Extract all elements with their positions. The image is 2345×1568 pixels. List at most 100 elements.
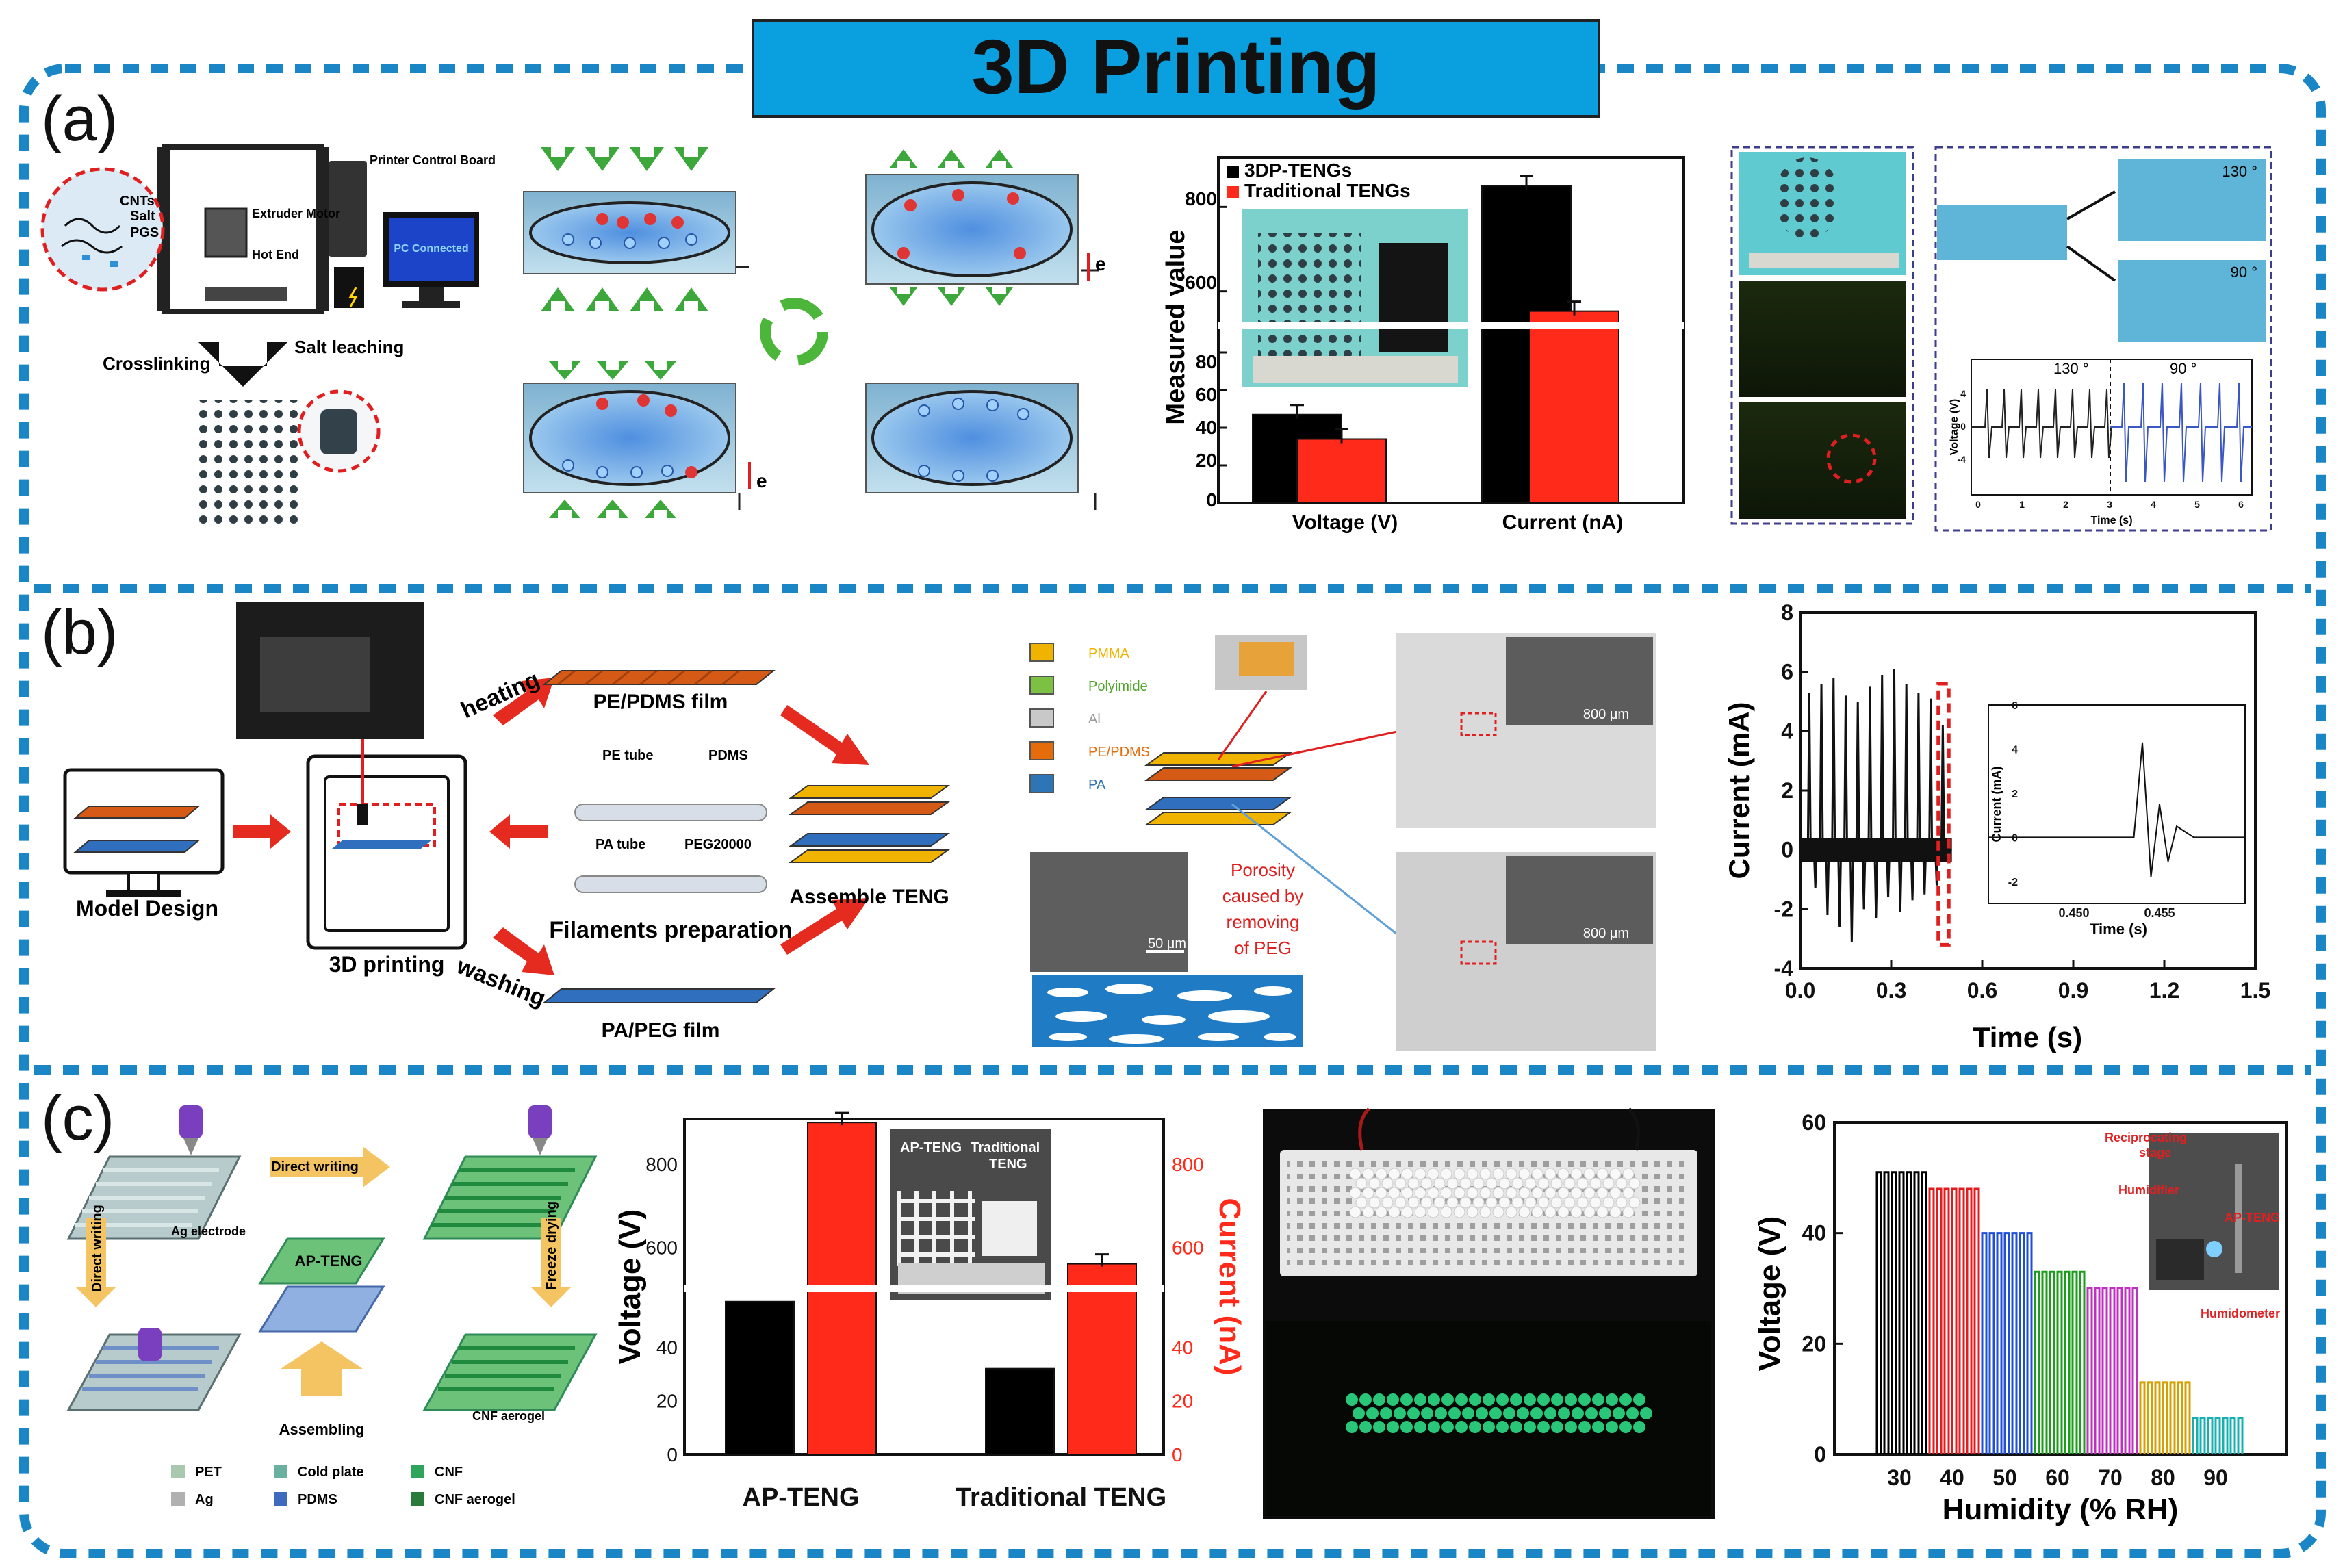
photo-3dp-teng	[1258, 233, 1361, 356]
led-off	[1446, 1177, 1459, 1190]
xtick-40: 40	[1940, 1465, 1964, 1490]
led-on	[1524, 1393, 1536, 1406]
led-off	[1583, 1206, 1596, 1218]
ytick-right-800: 800	[1172, 1154, 1204, 1175]
ytick-6: 6	[1781, 660, 1793, 684]
led-off	[1531, 1187, 1543, 1199]
ytick--4: -4	[1774, 956, 1794, 981]
led-on	[1640, 1407, 1652, 1419]
led-off	[1453, 1168, 1465, 1180]
inset-label-humidifier: Humidifier	[2118, 1183, 2179, 1197]
led-on	[1633, 1421, 1645, 1433]
nozzle-icon-2	[528, 1105, 552, 1138]
led-off	[1518, 1168, 1530, 1180]
chart-a1-frame	[1217, 156, 1685, 504]
led-on	[1517, 1407, 1529, 1419]
led-off	[1459, 1177, 1472, 1190]
electron-label-top: e	[1095, 253, 1106, 274]
led-off	[1576, 1177, 1589, 1190]
material-pmma: PMMA	[1088, 646, 1130, 661]
led-photo	[1263, 1107, 1715, 1519]
led-on	[1551, 1421, 1563, 1433]
bar-voltage-traditional	[1296, 438, 1387, 504]
legend-pdms: PDMS	[298, 1492, 337, 1507]
led-on	[1346, 1421, 1358, 1433]
chart-a1-xlabel-voltage: Voltage (V)	[1292, 511, 1398, 534]
ytick-left-800: 800	[645, 1154, 678, 1175]
led-off	[1485, 1196, 1498, 1209]
chart-c1-xlabel-0: AP-TENG	[743, 1483, 860, 1512]
led-off	[1570, 1206, 1582, 1218]
led-on	[1435, 1407, 1447, 1419]
led-on	[1537, 1421, 1550, 1433]
label-hot-end: Hot End	[252, 248, 299, 261]
led-off	[1622, 1206, 1635, 1218]
led-on	[1455, 1421, 1468, 1433]
chart-a1-ylabel: Measured value	[1162, 229, 1190, 424]
led-off	[1557, 1168, 1569, 1180]
legend-swatch-traditional	[1227, 186, 1239, 198]
led-off	[1388, 1168, 1400, 1180]
led-off	[1420, 1196, 1433, 1209]
chart-c1-ylabel: Voltage (V)	[613, 1209, 647, 1365]
led-on	[1633, 1393, 1645, 1406]
photo-glove-90	[2118, 260, 2266, 342]
led-off	[1544, 1168, 1556, 1180]
led-off	[1453, 1187, 1465, 1199]
ytick-0: 0	[1781, 838, 1793, 862]
label-pa-peg-film: PA/PEG film	[602, 1019, 720, 1042]
led-on	[1428, 1421, 1440, 1433]
photo-traditional-teng	[1379, 243, 1448, 352]
chart-b-inset-frame	[1988, 704, 2246, 904]
led-on	[1578, 1421, 1591, 1433]
led-off	[1609, 1206, 1622, 1218]
xtick-90: 90	[2203, 1465, 2228, 1490]
led-on	[1353, 1407, 1365, 1419]
led-off	[1602, 1177, 1615, 1190]
led-off	[1453, 1206, 1465, 1218]
xtick-0.9: 0.9	[2058, 978, 2088, 1003]
led-off	[1362, 1206, 1374, 1218]
chart-a2-label-130: 130 °	[2053, 360, 2089, 377]
led-off	[1524, 1177, 1537, 1190]
chart-a1-ytick-80: 80	[1196, 351, 1217, 372]
led-on	[1469, 1421, 1481, 1433]
led-off	[1362, 1187, 1374, 1199]
nozzle-icon-3	[138, 1328, 162, 1361]
led-off	[1589, 1196, 1602, 1209]
electron-label-bottom: e	[756, 470, 767, 491]
label-peg20000: PEG20000	[684, 837, 752, 852]
led-off	[1498, 1177, 1511, 1190]
led-off	[1349, 1187, 1361, 1199]
chart-b-inset-xlabel: Time (s)	[2090, 921, 2147, 938]
led-off	[1355, 1177, 1368, 1190]
sem-image-pores	[1030, 852, 1188, 972]
xtick-6: 6	[2238, 499, 2244, 510]
humidity-burst-90	[2192, 1417, 2244, 1454]
label-crosslinking: Crosslinking	[103, 353, 210, 374]
chart-c2-xlabel: Humidity (% RH)	[1943, 1493, 2179, 1526]
led-on	[1503, 1407, 1515, 1419]
led-on	[1414, 1393, 1426, 1406]
label-model-design: Model Design	[76, 896, 218, 921]
led-off	[1433, 1177, 1446, 1190]
led-off	[1622, 1187, 1635, 1199]
led-off	[1440, 1168, 1452, 1180]
ytick-neg4: -4	[1958, 454, 1966, 465]
inset-ytick-6: 6	[2012, 700, 2018, 712]
led-off	[1498, 1196, 1511, 1209]
ytick-right-600: 600	[1172, 1237, 1204, 1258]
led-off	[1492, 1168, 1504, 1180]
led-off	[1446, 1196, 1459, 1209]
led-on	[1483, 1421, 1495, 1433]
inset-xtick-0.450: 0.450	[2058, 906, 2089, 920]
led-off	[1550, 1196, 1563, 1209]
label-extruder: Extruder Motor	[252, 207, 340, 220]
led-off	[1628, 1196, 1641, 1209]
legend-cnf-aerogel: CNF aerogel	[435, 1492, 515, 1507]
xtick-3: 3	[2107, 499, 2112, 510]
inset-ytick-2: 2	[2012, 788, 2018, 800]
